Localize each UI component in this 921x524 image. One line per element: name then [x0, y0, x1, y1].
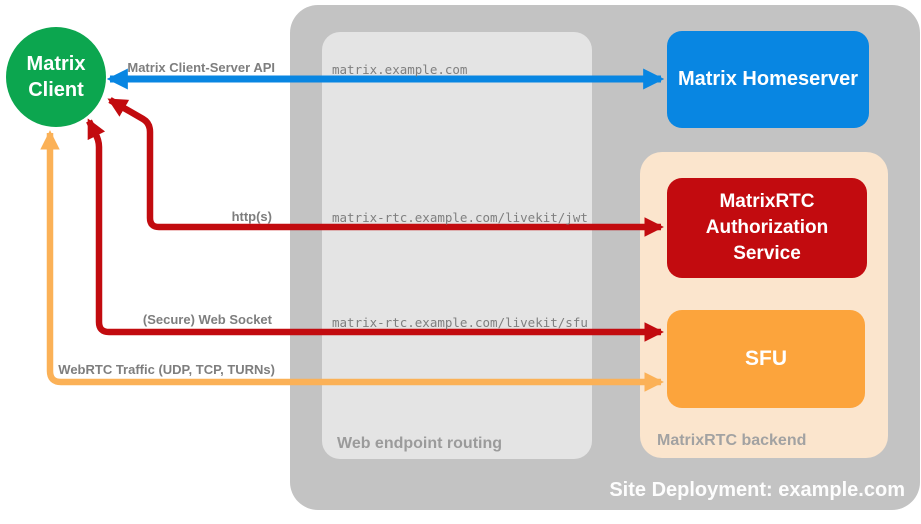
sfu-node: SFU [667, 310, 865, 408]
client-server-api-arrow-label: Matrix Client-Server API [127, 60, 275, 75]
matrix-homeserver-label: Matrix Homeserver [677, 68, 859, 90]
matrixrtc-backend-caption: MatrixRTC backend [657, 432, 807, 449]
https-arrow-label: http(s) [231, 209, 272, 224]
livekit-sfu-endpoint-url: matrix-rtc.example.com/livekit/sfu [332, 315, 588, 330]
matrix-client-label: Matrix Client [26, 53, 86, 101]
site-deployment-caption: Site Deployment: example.com [609, 479, 905, 501]
web-endpoint-routing-container [322, 32, 592, 459]
matrix-client-node: Matrix Client [6, 27, 106, 127]
sfu-label: SFU [745, 347, 787, 370]
homeserver-endpoint-url: matrix.example.com [332, 62, 468, 77]
matrix-homeserver-node: Matrix Homeserver [667, 31, 869, 128]
websocket-arrow-label: (Secure) Web Socket [142, 312, 272, 327]
matrixrtc-authorization-service-node: MatrixRTC Authorization Service [667, 178, 867, 278]
livekit-jwt-endpoint-url: matrix-rtc.example.com/livekit/jwt [332, 210, 588, 225]
matrixrtc-authorization-service-label: MatrixRTC Authorization Service [705, 190, 829, 265]
webrtc-traffic-arrow-label: WebRTC Traffic (UDP, TCP, TURNs) [58, 362, 275, 377]
web-endpoint-routing-caption: Web endpoint routing [337, 435, 503, 452]
